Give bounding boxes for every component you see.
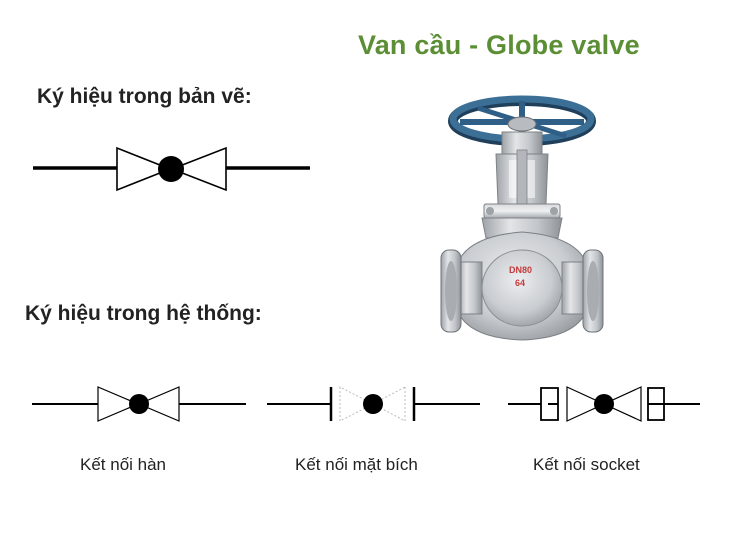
- socket-connection-label: Kết nối socket: [533, 455, 640, 474]
- valve-marking-size: DN80: [509, 265, 532, 275]
- valve-bonnet: [481, 131, 563, 239]
- valve-body: [457, 231, 587, 341]
- page-title: Van cầu - Globe valve: [358, 30, 640, 60]
- system-symbol-heading: Ký hiệu trong hệ thống:: [25, 302, 262, 325]
- valve-globe-dot: [158, 156, 184, 182]
- valve-triangle-left: [116, 146, 173, 192]
- welded-connection-label: Kết nối hàn: [80, 455, 167, 474]
- valve-flanges: [440, 249, 604, 333]
- flanged-connection-label: Kết nối mặt bích: [295, 455, 418, 474]
- drawing-symbol-heading: Ký hiệu trong bản vẽ:: [37, 85, 252, 108]
- valve-marking-pressure: 64: [515, 278, 525, 288]
